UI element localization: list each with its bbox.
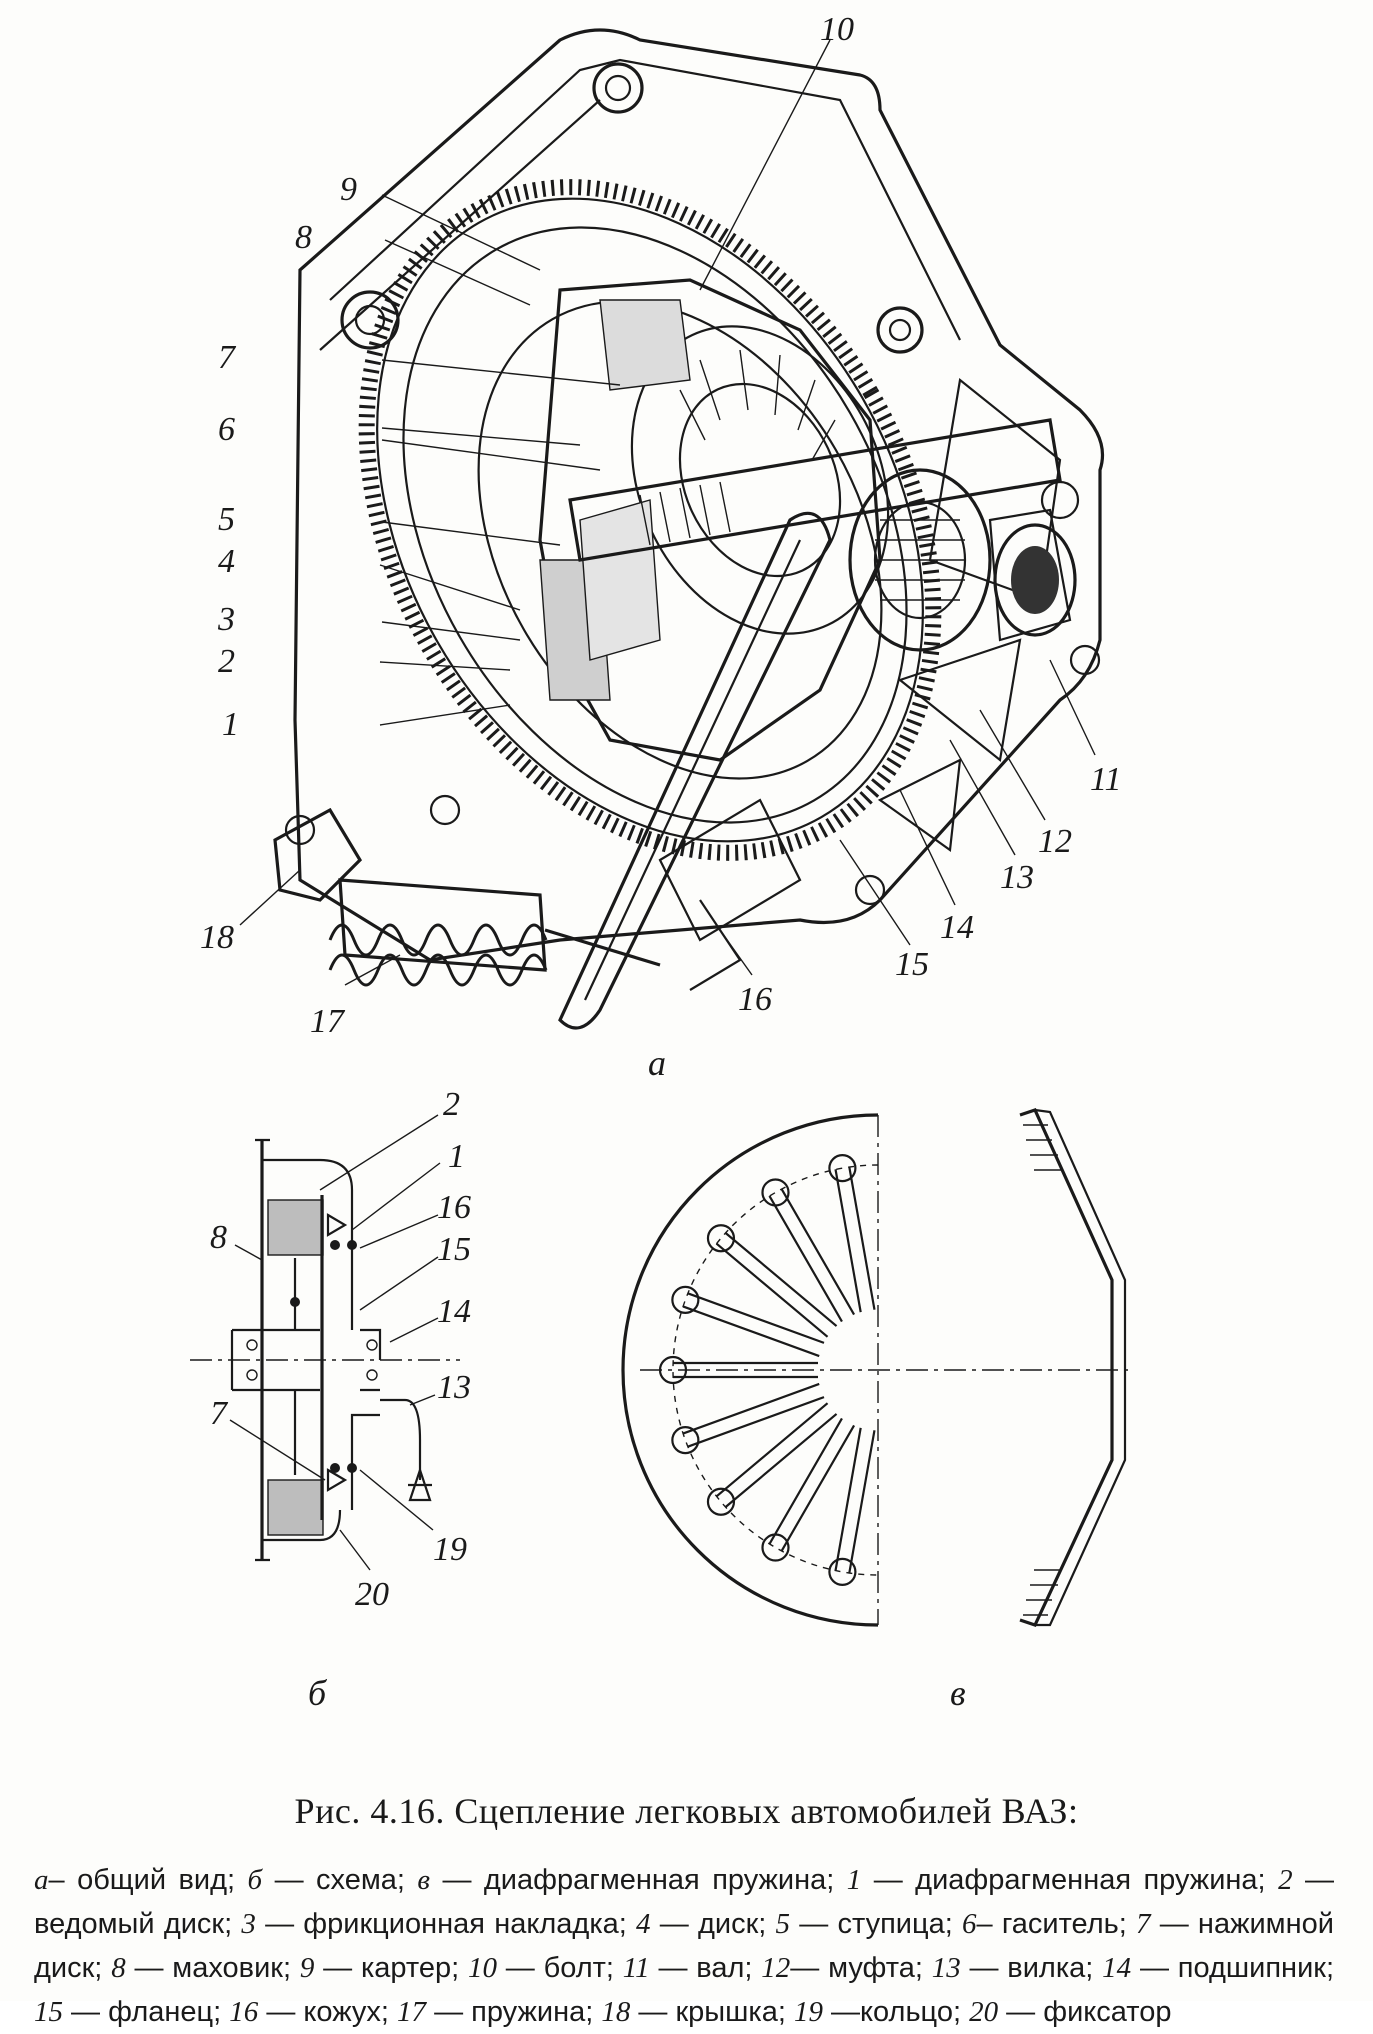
callout-a-10: 10	[820, 11, 854, 48]
spring-finger-hole	[671, 1285, 700, 1314]
legend-number: 7	[1136, 1908, 1151, 1940]
spring-finger-slot	[715, 1402, 838, 1508]
callout-a-11: 11	[1090, 761, 1121, 798]
legend-text: — маховик;	[125, 1952, 300, 1984]
caption-title: Рис. 4.16. Сцепление легковых автомобиле…	[294, 1791, 1079, 1831]
legend-number: 6	[961, 1908, 977, 1940]
spring-finger-hole	[706, 1224, 736, 1253]
view-label-b: б	[308, 1673, 328, 1713]
callout-a-17: 17	[310, 1003, 346, 1040]
legend-number: 11	[622, 1952, 650, 1984]
legend-number: 14	[1102, 1952, 1132, 1984]
legend-text: — муфта;	[790, 1952, 932, 1984]
spring-finger-slot	[682, 1292, 825, 1358]
spring-finger-slot	[673, 1361, 818, 1379]
callout-b-8: 8	[210, 1219, 227, 1256]
callout-b-15: 15	[437, 1231, 471, 1268]
spring-finger-hole	[761, 1533, 790, 1562]
spring-finger-hole	[828, 1557, 857, 1586]
legend-text: — фрикционная накладка;	[255, 1908, 637, 1940]
view-a-drawing	[273, 28, 1105, 1030]
view-v-diaphragm-spring: в	[621, 1108, 1130, 1713]
callout-a-4: 4	[218, 543, 235, 580]
legend-text: — вал;	[649, 1952, 762, 1984]
spring-fingers	[658, 1154, 876, 1586]
spring-finger-hole	[658, 1355, 688, 1385]
view-b-schematic	[190, 1138, 460, 1562]
callout-b-1: 1	[448, 1138, 465, 1175]
callout-b-13: 13	[437, 1369, 471, 1406]
callout-b-7: 7	[210, 1395, 229, 1432]
legend-text: — ступица;	[790, 1908, 962, 1940]
callout-a-3: 3	[217, 601, 235, 638]
caption-legend: а– общий вид; б — схема; в — диафрагменн…	[34, 1858, 1334, 2034]
legend-number: 1	[846, 1864, 862, 1896]
callout-a-16: 16	[738, 981, 772, 1018]
spring-finger-slot	[682, 1382, 825, 1448]
spring-finger-slot	[768, 1417, 856, 1552]
callout-a-14: 14	[940, 909, 974, 946]
legend-text: — вилка;	[960, 1952, 1103, 1984]
spring-finger-hole	[671, 1426, 700, 1455]
legend-text: — болт;	[496, 1952, 623, 1984]
view-b-callouts: 2 1 16 15 14 13 8 7 19 20 б	[210, 1086, 471, 1713]
spring-finger-hole	[828, 1154, 857, 1183]
legend-number: 12	[761, 1952, 791, 1984]
legend-number: 8	[111, 1952, 126, 1984]
legend-number: в	[417, 1864, 430, 1896]
spring-finger-slot	[834, 1166, 876, 1313]
legend-text: — картер;	[314, 1952, 468, 1984]
legend-text: — нажимной диск;	[34, 1908, 1334, 1984]
legend-text: — ведомый диск;	[34, 1864, 1335, 1940]
spring-finger-hole	[706, 1487, 736, 1516]
callout-b-20: 20	[355, 1576, 389, 1613]
spring-finger-slot	[715, 1232, 838, 1338]
legend-number: 10	[467, 1952, 497, 1984]
legend-text: — подшипник;	[1131, 1952, 1335, 1984]
legend-number: 2	[1278, 1864, 1293, 1896]
view-label-a: а	[648, 1043, 666, 1083]
legend-text: – общий вид;	[48, 1864, 248, 1896]
spring-finger-slot	[834, 1427, 876, 1574]
legend-text: — диафрагменная пружина;	[430, 1864, 847, 1896]
callout-a-8: 8	[295, 219, 312, 256]
callout-a-7: 7	[218, 339, 237, 376]
legend-number: 4	[636, 1908, 651, 1940]
legend-text: — диск;	[650, 1908, 776, 1940]
callout-b-16: 16	[437, 1189, 471, 1226]
callout-b-19: 19	[433, 1531, 467, 1568]
legend-number: б	[247, 1864, 263, 1896]
callout-b-14: 14	[437, 1293, 471, 1330]
callout-a-9: 9	[340, 171, 357, 208]
callout-b-2: 2	[443, 1086, 460, 1123]
legend-number: 13	[931, 1952, 961, 1984]
legend-number: 9	[299, 1952, 315, 1984]
spring-finger-hole	[761, 1178, 790, 1207]
callout-a-2: 2	[218, 643, 235, 680]
callout-a-18: 18	[200, 919, 234, 956]
callout-a-5: 5	[218, 501, 235, 538]
legend-number: 5	[775, 1908, 791, 1940]
legend-number: 3	[241, 1908, 256, 1940]
callout-a-13: 13	[1000, 859, 1034, 896]
legend-text: — схема;	[262, 1864, 418, 1896]
spring-finger-slot	[768, 1188, 856, 1323]
callout-a-12: 12	[1038, 823, 1072, 860]
callout-a-1: 1	[222, 706, 239, 743]
legend-number: а	[34, 1864, 49, 1896]
legend-text: – гаситель;	[976, 1908, 1137, 1940]
clutch-figure: 1 2 3 4 5 6 7 8 9 10 11 12 13 14 15 16 1…	[190, 11, 1130, 1713]
callout-a-6: 6	[218, 411, 235, 448]
view-a-callouts: 1 2 3 4 5 6 7 8 9 10 11 12 13 14 15 16 1…	[200, 11, 1121, 1083]
callout-a-15: 15	[895, 946, 929, 983]
legend-text: — диафрагменная пружина;	[861, 1864, 1279, 1896]
view-label-v: в	[950, 1673, 966, 1713]
